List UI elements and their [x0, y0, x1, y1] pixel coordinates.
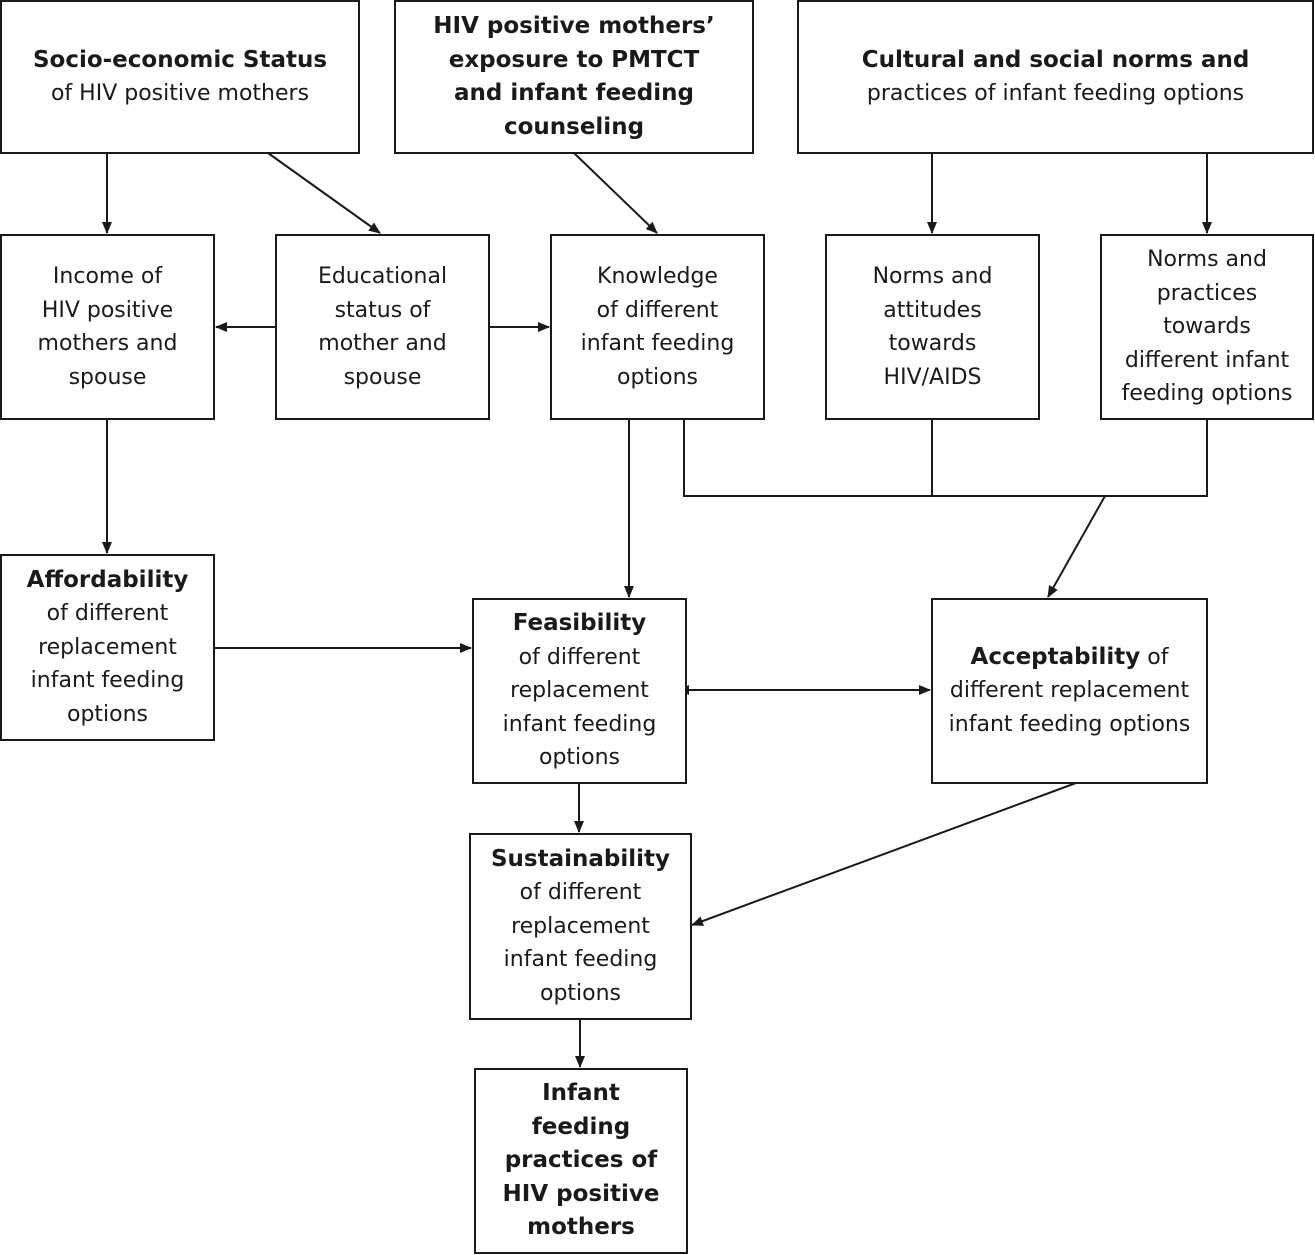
acceptability-line-1: different replacement — [949, 678, 1190, 704]
income-line-1: Income of — [52, 264, 163, 289]
socio-text: of HIV positive mothers — [50, 81, 310, 106]
box-pmtct-exposure: HIV positive mothers’ exposure to PMTCT … — [394, 0, 754, 154]
affordability-line-3: infant feeding — [30, 668, 185, 694]
affordability-line-1: of different — [46, 601, 169, 627]
income-line-3: mothers and — [37, 331, 178, 356]
feasibility-line-2: replacement — [510, 678, 649, 704]
knowledge-line-2: of different — [596, 297, 719, 323]
bracket-norms-connector — [683, 419, 1208, 497]
box-affordability: Affordability of different replacement i… — [0, 554, 215, 741]
education-line-2: status of — [334, 297, 431, 323]
norms-practices-line-4: different infant — [1124, 347, 1290, 373]
arrow-socio-to-education — [267, 152, 381, 234]
sustainability-line-1: of different — [519, 880, 642, 906]
cultural-title: Cultural and social norms and — [861, 46, 1250, 73]
exposure-line-2: exposure to PMTCT — [448, 46, 700, 73]
practices-line-3: practices of — [504, 1147, 658, 1174]
education-line-1: Educational — [317, 264, 448, 289]
norms-practices-line-3: towards — [1163, 314, 1251, 340]
norms-hiv-line-4: HIV/AIDS — [883, 364, 982, 390]
arrow-norms-to-acceptability — [1047, 495, 1106, 598]
sustainability-line-3: infant feeding — [503, 947, 658, 973]
acceptability-line-2: infant feeding options — [948, 711, 1191, 737]
box-infant-feeding-practices: Infant feeding practices of HIV positive… — [474, 1068, 688, 1254]
box-educational-status: Educational status of mother and spouse — [275, 234, 490, 420]
exposure-line-4: counseling — [503, 113, 645, 140]
box-income: Income of HIV positive mothers and spous… — [0, 234, 215, 420]
norms-practices-line-2: practices — [1156, 280, 1258, 306]
practices-line-1: Infant — [542, 1080, 620, 1107]
knowledge-line-4: options — [616, 364, 699, 390]
practices-line-5: mothers — [527, 1214, 635, 1241]
feasibility-line-3: infant feeding — [502, 711, 657, 737]
income-line-4: spouse — [68, 364, 147, 390]
exposure-line-1: HIV positive mothers’ — [433, 13, 715, 39]
education-line-4: spouse — [343, 364, 422, 390]
norms-hiv-line-3: towards — [888, 331, 977, 356]
exposure-line-3: and infant feeding — [454, 80, 694, 106]
box-sustainability: Sustainability of different replacement … — [469, 833, 692, 1020]
box-norms-attitudes-hiv: Norms and attitudes towards HIV/AIDS — [825, 234, 1040, 420]
norms-hiv-line-2: attitudes — [883, 297, 982, 323]
affordability-title: Affordability — [26, 566, 189, 593]
feasibility-line-4: options — [538, 745, 621, 771]
feasibility-line-1: of different — [518, 644, 641, 670]
affordability-line-4: options — [66, 701, 149, 727]
box-socio-economic-status: Socio-economic Status of HIV positive mo… — [0, 0, 360, 154]
feasibility-title: Feasibility — [512, 610, 647, 637]
practices-line-2: feeding — [531, 1113, 631, 1140]
acceptability-title-suffix: of — [1140, 644, 1169, 670]
box-norms-practices: Norms and practices towards different in… — [1100, 234, 1314, 420]
sustainability-line-4: options — [539, 980, 622, 1006]
sustainability-line-2: replacement — [511, 913, 650, 939]
arrow-acceptability-to-sustainability — [691, 782, 1077, 926]
education-line-3: mother and — [318, 331, 447, 356]
cultural-text: practices of infant feeding options — [866, 81, 1245, 106]
arrow-exposure-to-knowledge — [573, 152, 658, 234]
norms-hiv-line-1: Norms and — [872, 264, 993, 289]
box-knowledge: Knowledge of different infant feeding op… — [550, 234, 765, 420]
sustainability-title: Sustainability — [490, 845, 671, 872]
knowledge-line-1: Knowledge — [597, 264, 718, 289]
acceptability-title: Acceptability — [970, 643, 1141, 670]
knowledge-line-3: infant feeding — [580, 331, 735, 356]
norms-practices-line-1: Norms and — [1147, 247, 1267, 273]
box-acceptability: Acceptability of different replacement i… — [931, 598, 1208, 784]
affordability-line-2: replacement — [38, 634, 177, 660]
box-feasibility: Feasibility of different replacement inf… — [472, 598, 687, 784]
norms-practices-line-5: feeding options — [1121, 381, 1293, 407]
box-cultural-norms: Cultural and social norms and practices … — [797, 0, 1314, 154]
practices-line-4: HIV positive — [502, 1180, 660, 1207]
income-line-2: HIV positive — [41, 297, 174, 323]
socio-title: Socio-economic Status — [32, 46, 328, 73]
